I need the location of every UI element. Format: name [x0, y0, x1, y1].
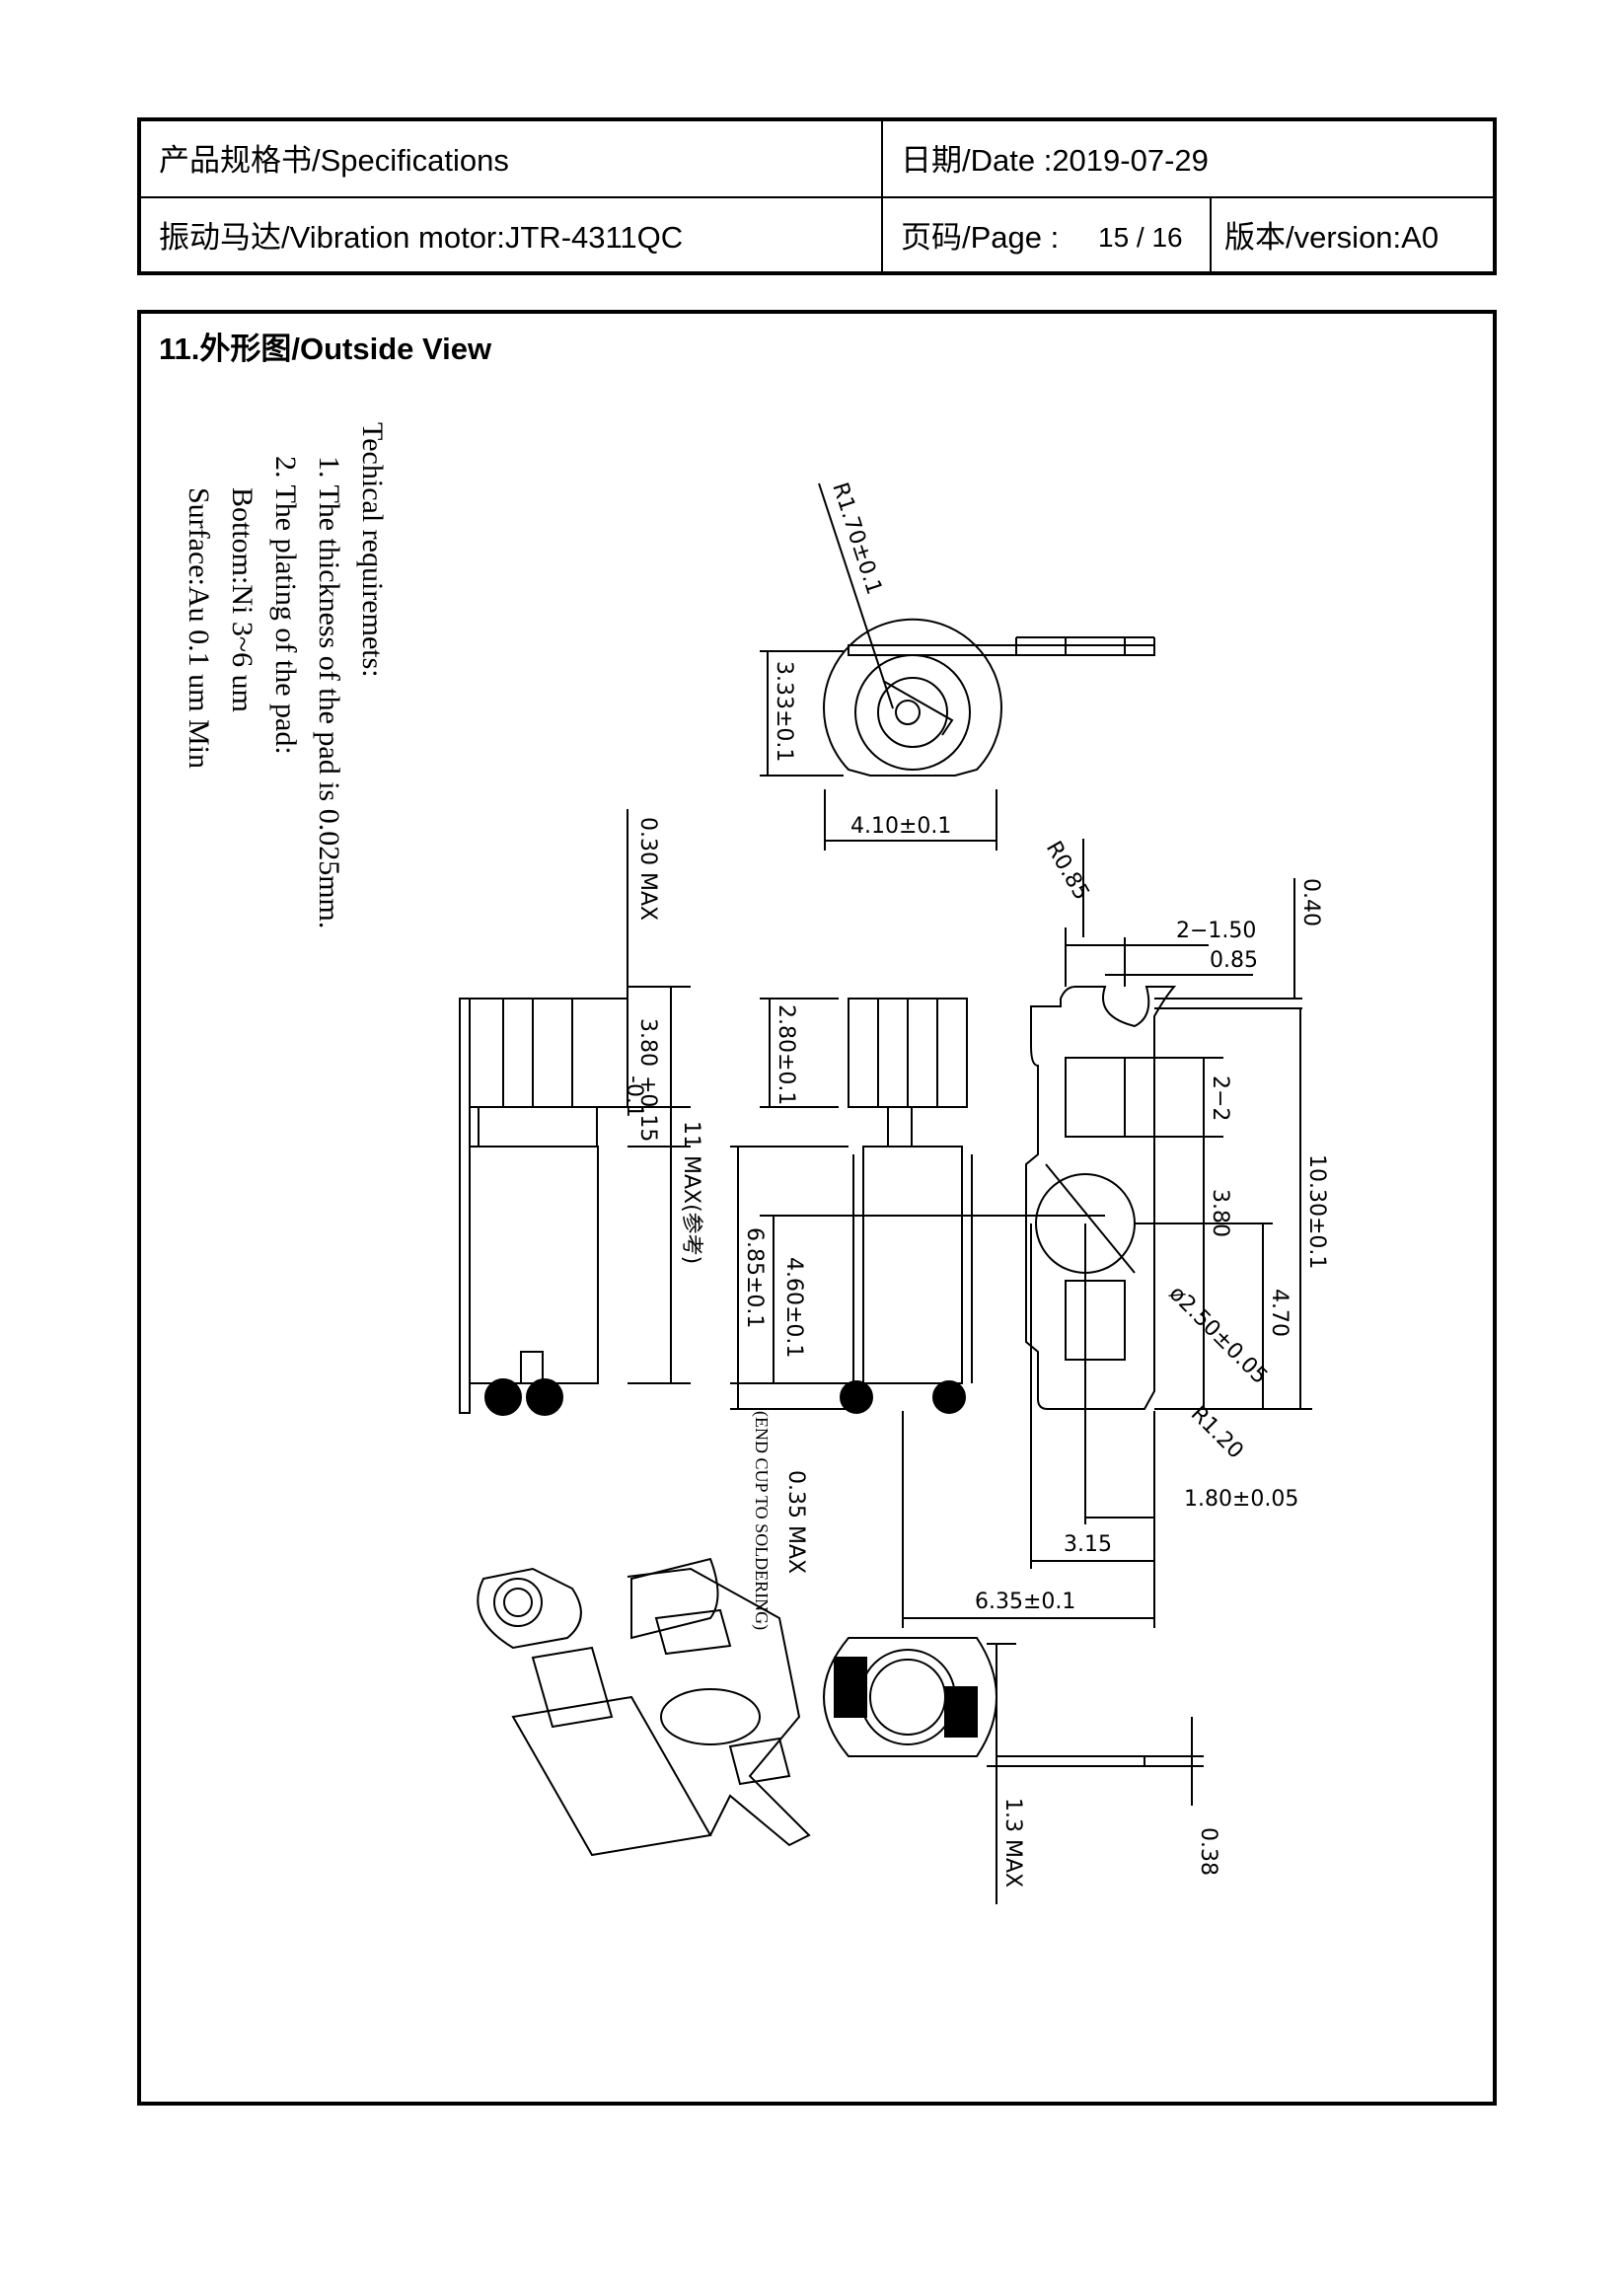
tol-plus: +0.15 — [635, 1075, 660, 1142]
requirement-2: 2. The plating of the pad: — [269, 456, 302, 755]
header-row-divider — [141, 196, 1493, 198]
dim-3-33: 3.33±0.1 — [772, 661, 796, 762]
header-col-divider — [881, 121, 883, 271]
dim-0-40: 0.40 — [1298, 878, 1323, 926]
page-label: 页码/Page : — [901, 220, 1060, 255]
isometric-view — [477, 1557, 811, 1857]
side-view — [459, 809, 691, 1416]
top-end-view — [760, 482, 1155, 851]
dim-4-60: 4.60±0.1 — [781, 1257, 806, 1358]
end-cup-note: (END CUP TO SOLDERING) — [751, 1411, 772, 1630]
dim-11-max: 11 MAX(参考) — [679, 1121, 703, 1264]
outside-view-panel: 11.外形图/Outside View — [137, 310, 1497, 2106]
header-table: 产品规格书/Specifications 日期/Date :2019-07-29… — [137, 117, 1497, 275]
doc-version: 版本/version:A0 — [1224, 220, 1439, 255]
dim-3-80: 3.80 — [1208, 1189, 1232, 1237]
doc-title: 产品规格书/Specifications — [159, 143, 509, 178]
section-title: 11.外形图/Outside View — [159, 332, 492, 366]
dim-10-30: 10.30±0.1 — [1304, 1154, 1329, 1269]
dim-2-80: 2.80±0.1 — [774, 1004, 798, 1105]
tol-minus: -0.1 — [622, 1075, 646, 1118]
page-number: 15 / 16 — [1098, 222, 1183, 253]
dim-1-3-max: 1.3 MAX — [1000, 1798, 1025, 1888]
requirements-heading: Techical requiremets: — [356, 422, 389, 678]
requirement-1: 1. The thickness of the pad is 0.025mm. — [313, 456, 345, 928]
requirement-3: Bottom:Ni 3~6 um — [226, 487, 258, 712]
dim-0-35-max: 0.35 MAX — [783, 1470, 808, 1574]
product-name: 振动马达/Vibration motor:JTR-4311QC — [159, 220, 684, 255]
dim-3-15: 3.15 — [1064, 1532, 1112, 1557]
header-col-divider-2 — [1210, 198, 1212, 271]
bottom-end-view — [823, 1637, 1204, 1904]
dim-0-30-max: 0.30 MAX — [635, 817, 660, 921]
dim-r0-85: R0.85 — [1041, 838, 1094, 905]
dim-4-70: 4.70 — [1267, 1289, 1292, 1337]
front-view — [730, 998, 1105, 1414]
requirement-4: Surface:Au 0.1 um Min — [183, 487, 215, 769]
dim-1-80: 1.80±0.05 — [1184, 1487, 1298, 1512]
dim-2-1-50: 2−1.50 — [1176, 919, 1256, 943]
dim-6-85: 6.85±0.1 — [742, 1227, 767, 1328]
pad-layout-view — [902, 839, 1312, 1628]
dim-0-85: 0.85 — [1210, 948, 1258, 973]
dim-r1-20: R1.20 — [1186, 1402, 1248, 1464]
dim-0-38: 0.38 — [1196, 1827, 1220, 1876]
dim-6-35: 6.35±0.1 — [975, 1590, 1075, 1614]
dim-3-80-tol: 3.80 — [635, 1018, 660, 1067]
dim-phi-2-50: ø2.50±0.05 — [1164, 1282, 1273, 1390]
dim-r1-70: R1.70±0.1 — [827, 480, 886, 598]
dim-4-10: 4.10±0.1 — [850, 814, 951, 839]
technical-requirements: Techical requiremets: 1. The thickness o… — [183, 422, 389, 928]
doc-date: 日期/Date :2019-07-29 — [901, 143, 1209, 178]
dim-2-2: 2−2 — [1208, 1075, 1232, 1121]
